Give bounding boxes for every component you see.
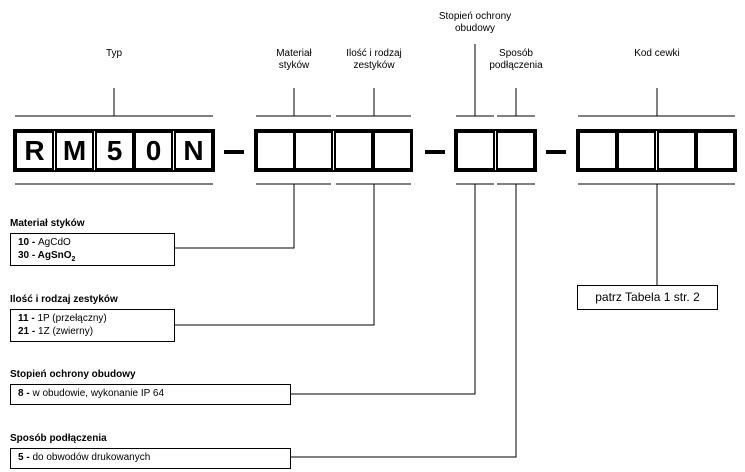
code-char: N [183, 135, 204, 166]
code-char-box: N [174, 131, 213, 170]
option-text: 1P (przełączny) [37, 313, 107, 324]
code-char: M [62, 135, 87, 166]
legend-material-row: 10 - AgCdO [18, 237, 71, 248]
legend-material-box: 10 - AgCdO 30 - AgSnO2 [10, 233, 175, 266]
option-text: AgCdO [38, 237, 71, 248]
option-text: 1Z (zwierny) [38, 326, 94, 337]
ilosc-digit-box [334, 131, 373, 170]
legend-sposob-title: Sposób podłączenia [10, 433, 107, 444]
stopien-digit-box [456, 131, 495, 170]
code-char-box: 0 [134, 131, 173, 170]
code-char: R [24, 135, 45, 166]
kod-digit-box [617, 131, 656, 170]
legend-sposob-row: 5 - do obwodów drukowanych [18, 452, 151, 463]
option-text: AgSnO [37, 250, 72, 261]
header-sposob: Sposób podłączenia [481, 48, 551, 72]
code-char-box: R [15, 131, 54, 170]
legend-material-title: Materiał styków [10, 218, 85, 229]
header-ilosc-line2: zestyków [353, 60, 395, 71]
header-material: Materiał styków [259, 48, 329, 72]
leader-material [175, 184, 295, 249]
separator-dash [425, 150, 445, 154]
stopien-sposob-frame [454, 129, 537, 172]
legend-sposob-box: 5 - do obwodów drukowanych [10, 448, 291, 469]
option-code: 8 [18, 388, 24, 399]
legend-ilosc-title: Ilość i rodzaj zestyków [10, 294, 118, 305]
option-text: w obudowie, wykonanie IP 64 [32, 388, 165, 399]
sposob-digit-box [496, 131, 535, 170]
legend-ilosc-box: 11 - 1P (przełączny) 21 - 1Z (zwierny) [10, 309, 175, 342]
material-ilosc-frame [254, 129, 413, 172]
header-stopien-line1: Stopień ochrony [438, 11, 512, 22]
option-text: do obwodów drukowanych [32, 452, 151, 463]
separator-dash [546, 150, 566, 154]
legend-stopien-title: Stopień ochrony obudowy [10, 369, 136, 380]
header-material-line1: Materiał [276, 48, 312, 59]
header-stopien-line2: obudowy [454, 23, 496, 34]
material-digit-box [256, 131, 295, 170]
ilosc-digit-box [373, 131, 412, 170]
header-ilosc-line1: Ilość i rodzaj [346, 48, 402, 59]
option-code: 21 [18, 326, 30, 337]
material-digit-box [294, 131, 333, 170]
coil-code-reference-box: patrz Tabela 1 str. 2 [577, 285, 718, 310]
header-sposob-line2: podłączenia [489, 60, 543, 71]
kod-digit-box [578, 131, 617, 170]
option-code: 11 [18, 313, 29, 324]
code-char: 0 [145, 135, 162, 166]
kod-digit-box [657, 131, 696, 170]
code-char-box: M [55, 131, 94, 170]
legend-ilosc-row: 11 - 1P (przełączny) [18, 313, 107, 324]
separator-dash [224, 150, 244, 154]
option-code: 30 [18, 250, 30, 261]
header-typ: Typ [105, 48, 123, 59]
legend-ilosc-row: 21 - 1Z (zwierny) [18, 326, 94, 337]
leader-stopien [291, 184, 476, 395]
header-kod: Kod cewki [634, 48, 680, 59]
leader-ilosc [175, 184, 375, 326]
header-sposob-line1: Sposób [499, 48, 533, 59]
kod-digit-box [696, 131, 735, 170]
legend-stopien-box: 8 - w obudowie, wykonanie IP 64 [10, 384, 291, 405]
leader-sposob [291, 184, 517, 458]
header-material-line2: styków [278, 60, 310, 71]
type-code-frame [13, 129, 215, 172]
code-char: 5 [106, 135, 123, 166]
legend-stopien-row: 8 - w obudowie, wykonanie IP 64 [18, 388, 165, 399]
header-ilosc: Ilość i rodzaj zestyków [334, 48, 414, 72]
legend-material-row: 30 - AgSnO2 [18, 250, 76, 263]
option-code: 10 [18, 237, 30, 248]
kod-frame [576, 129, 737, 172]
option-code: 5 [18, 452, 24, 463]
option-subscript: 2 [71, 256, 76, 263]
header-stopien: Stopień ochrony obudowy [425, 11, 525, 35]
code-char-box: 5 [95, 131, 134, 170]
